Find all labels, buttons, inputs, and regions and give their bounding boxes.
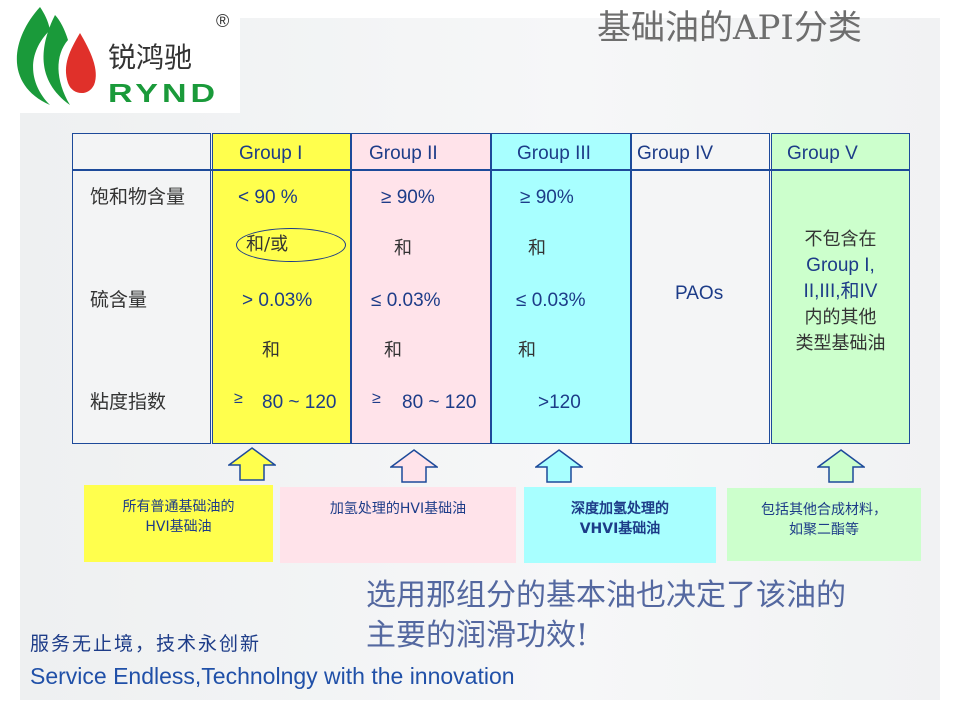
group1-sulfur: > 0.03% [242,290,313,311]
group4-paos: PAOs [675,283,724,304]
group5-column [771,133,910,444]
up-arrow-icon [817,449,865,483]
group5-line: Group I, [806,255,875,276]
row-label-sulfur: 硫含量 [90,289,148,311]
group5-line: 内的其他 [804,307,877,328]
logo-name-en: RYND [108,79,220,108]
up-arrow-icon [390,449,438,483]
conclusion-line1: 选用那组分的基本油也决定了该油的 [366,578,846,613]
group2-vi-mark: ≥ [372,390,381,407]
group1-column [212,133,351,444]
group2-sulfur: ≤ 0.03% [371,290,441,311]
group5-description: 不包含在 Group I, II,III,和IV 内的其他 类型基础油 [771,227,910,357]
row-label-saturates: 饱和物含量 [90,186,186,208]
note-line: 包括其他合成材料， [761,502,887,518]
group2-vi: 80 ~ 120 [402,392,477,413]
group4-column [631,133,770,444]
row-label-viscosity-index: 粘度指数 [90,391,167,413]
header-group1: Group I [239,143,303,164]
group5-line: II,III,和IV [803,281,878,302]
group5-line: 不包含在 [804,229,877,250]
group3-saturates: ≥ 90% [520,187,574,208]
note-line: 加氢处理的HVI基础油 [329,501,467,517]
group3-vi: >120 [538,392,581,413]
group3-sulfur: ≤ 0.03% [516,290,586,311]
header-group4: Group IV [637,143,714,164]
logo-flame-icon [16,7,96,105]
note-line: HVI基础油 [145,519,212,535]
logo-name-cn: 锐鸿驰 [108,41,193,74]
group2-column [351,133,491,444]
note-group1: 所有普通基础油的 HVI基础油 [84,485,273,562]
registered-mark: ® [216,11,230,31]
group1-saturates: < 90 % [238,187,298,208]
header-blank-cell [72,133,211,171]
up-arrow-icon [228,447,276,481]
header-group3: Group III [517,143,591,164]
slide-title: 基础油的API分类 [597,8,862,48]
note-line: 所有普通基础油的 [122,499,235,515]
group3-column [491,133,631,444]
logo: 锐鸿驰 RYND ® [0,0,240,113]
header-group5: Group V [787,143,858,164]
conclusion-line2: 主要的润滑功效! [366,618,589,653]
note-line: 如聚二酯等 [789,522,859,538]
group3-connector2: 和 [518,340,536,361]
header-group2: Group II [369,143,438,164]
group2-connector: 和 [394,238,412,259]
group1-vi: 80 ~ 120 [262,392,337,413]
note-group2: 加氢处理的HVI基础油 [280,487,516,563]
highlight-oval [236,228,346,262]
note-group5: 包括其他合成材料， 如聚二酯等 [727,488,921,561]
note-line: VHVI基础油 [579,521,661,537]
header-divider [72,169,910,171]
slogan-cn: 服务无止境，技术永创新 [30,633,262,655]
label-column [72,170,211,444]
note-line: 深度加氢处理的 [571,501,669,517]
slogan-en: Service Endless,Technolngy with the inno… [30,663,515,689]
group1-connector2: 和 [262,340,280,361]
group5-line: 类型基础油 [795,333,886,354]
note-group3: 深度加氢处理的 VHVI基础油 [524,487,716,563]
up-arrow-icon [535,449,583,483]
group2-connector2: 和 [384,340,402,361]
group1-vi-mark: ≥ [234,390,243,407]
group1-connector: 和/或 [246,234,289,255]
group3-connector: 和 [528,238,546,259]
group2-saturates: ≥ 90% [381,187,435,208]
